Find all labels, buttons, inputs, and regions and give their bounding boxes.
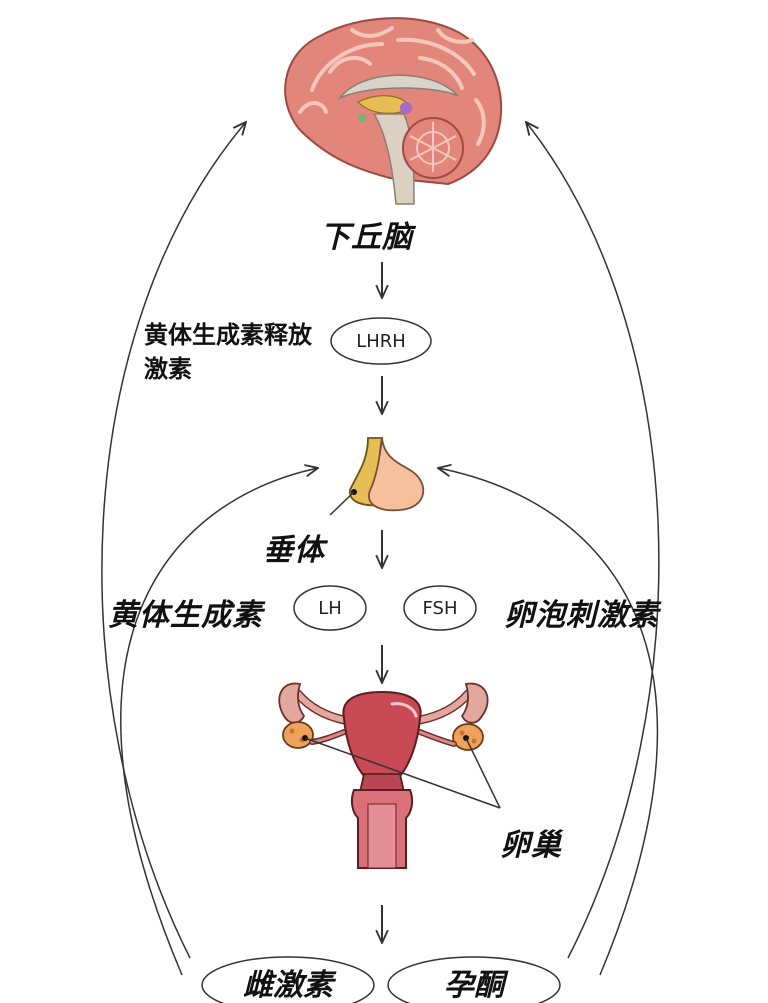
uterus-illustration bbox=[278, 682, 489, 869]
outer-left-feedback-arrow bbox=[101, 122, 246, 959]
inner-right-feedback-arrow bbox=[438, 468, 659, 976]
lhrh-pill bbox=[330, 317, 432, 365]
pituitary-label: 垂体 bbox=[263, 533, 325, 568]
fsh-name-label: 卵泡刺激素 bbox=[504, 598, 659, 633]
estrogen-pill-text: 雌激素 bbox=[243, 968, 337, 1003]
ovary-label: 卵巢 bbox=[500, 828, 562, 863]
inner-left-feedback-arrow bbox=[120, 468, 318, 976]
brain-illustration bbox=[284, 17, 503, 205]
lh-pill bbox=[293, 585, 367, 631]
ovary-pointer-lines bbox=[304, 737, 501, 809]
feedback-arrows bbox=[101, 122, 660, 976]
lhrh-name-label: 黄体生成素释放激素 bbox=[144, 321, 312, 383]
fsh-pill-text: FSH bbox=[423, 598, 458, 619]
lhrh-pill-text: LHRH bbox=[356, 331, 406, 352]
fsh-pill bbox=[403, 585, 477, 631]
lh-pill-text: LH bbox=[318, 598, 342, 619]
hypothalamus-label: 下丘脑 bbox=[320, 220, 413, 255]
outer-right-feedback-arrow bbox=[526, 122, 660, 959]
pituitary-illustration bbox=[329, 437, 425, 516]
progesterone-pill bbox=[387, 956, 561, 1003]
estrogen-pill bbox=[201, 956, 375, 1003]
progesterone-pill-text: 孕酮 bbox=[444, 968, 509, 1003]
lh-name-label: 黄体生成素 bbox=[108, 598, 263, 633]
